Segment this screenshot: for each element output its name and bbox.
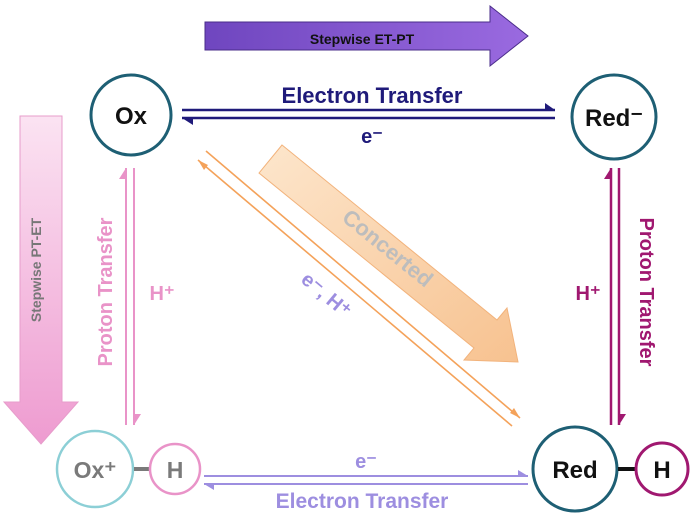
diagonal-pcet-arrows: e⁻, H⁺ (197, 150, 521, 427)
bottom-electron-transfer-label: Electron Transfer (276, 490, 449, 513)
ox-node: Ox (89, 73, 173, 157)
diagonal-electron-proton-label: e⁻, H⁺ (297, 268, 355, 322)
concerted-arrow: Concerted (258, 144, 519, 363)
red-h-node: Red H (531, 425, 690, 513)
bottom-electron-symbol: e⁻ (355, 451, 377, 473)
bottom-electron-transfer-arrows: e⁻ Electron Transfer (204, 451, 528, 513)
stepwise-pt-et-label: Stepwise PT-ET (28, 217, 44, 322)
left-proton-transfer-label: Proton Transfer (95, 217, 117, 366)
red-minus-node: Red⁻ (570, 73, 658, 161)
h-label-right: H (653, 457, 670, 484)
left-proton-transfer-arrows: Proton Transfer H⁺ (95, 168, 175, 425)
top-electron-transfer-arrows: Electron Transfer e⁻ (182, 83, 555, 148)
right-proton-transfer-arrows: Proton Transfer H⁺ (576, 168, 657, 425)
red-minus-label: Red⁻ (585, 105, 643, 132)
ox-plus-label: Ox⁺ (74, 457, 117, 483)
top-electron-symbol: e⁻ (361, 126, 383, 148)
red-label: Red (552, 457, 597, 484)
stepwise-et-pt-arrow: Stepwise ET-PT (204, 4, 529, 68)
ox-plus-h-node: Ox⁺ H (55, 429, 202, 509)
top-electron-transfer-label: Electron Transfer (282, 83, 463, 108)
ox-label: Ox (115, 103, 148, 130)
right-proton-symbol: H⁺ (576, 283, 601, 305)
stepwise-et-pt-label: Stepwise ET-PT (310, 31, 415, 47)
left-proton-symbol: H⁺ (150, 283, 175, 305)
h-label-left: H (167, 457, 184, 483)
right-proton-transfer-label: Proton Transfer (635, 218, 657, 367)
stepwise-pt-et-arrow: Stepwise PT-ET (2, 115, 80, 445)
